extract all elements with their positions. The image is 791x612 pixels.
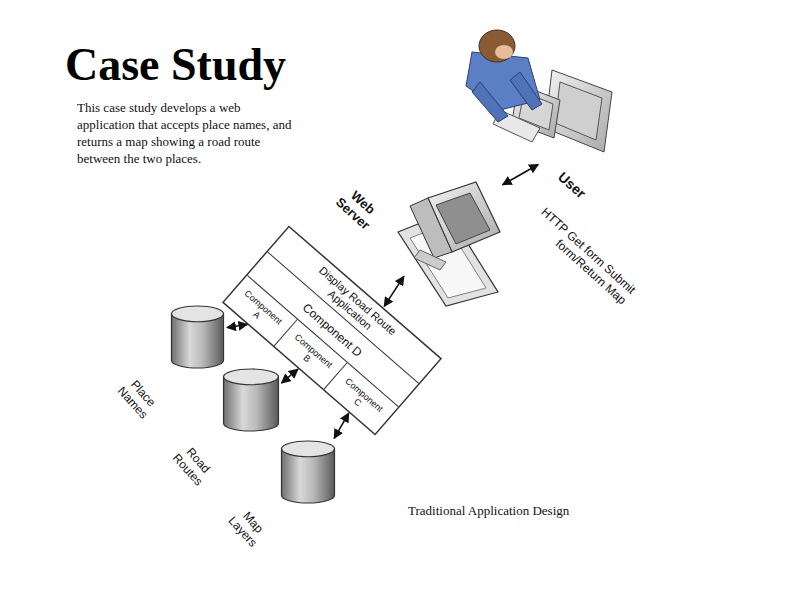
double-arrow xyxy=(384,276,404,306)
double-arrow xyxy=(503,165,539,185)
double-arrow xyxy=(227,325,247,328)
double-arrow xyxy=(282,369,299,383)
cylinder-outline xyxy=(222,368,280,433)
cylinder-shape xyxy=(282,441,335,503)
edge-label: HTTP Get form Submit form/Return Map xyxy=(516,192,639,306)
cylinder-shape xyxy=(224,369,279,431)
database-cylinder: Map Layers xyxy=(280,440,336,505)
node-label: Component A xyxy=(236,287,285,334)
server-node: Web Server xyxy=(395,180,500,305)
user-illustration xyxy=(466,30,612,152)
node-label: Map Layers xyxy=(223,501,274,553)
cylinder-outline xyxy=(280,440,336,505)
database-cylinder: Place Names xyxy=(170,305,225,370)
page-title: Case Study xyxy=(65,38,286,91)
figure-caption: Traditional Application Design xyxy=(408,503,569,519)
user-node: User xyxy=(455,20,620,163)
server-illustration xyxy=(398,182,500,306)
cylinder-shape xyxy=(171,306,223,368)
component-box: Component A xyxy=(224,276,298,346)
cylinder-outline xyxy=(170,305,225,370)
node-label: Web Server xyxy=(328,178,389,237)
description-text: This case study develops a web applicati… xyxy=(77,99,295,167)
component-box: Component C xyxy=(324,363,398,433)
database-cylinder: Road Routes xyxy=(222,368,280,433)
node-label: Component B xyxy=(286,331,335,378)
node-label: Place Names xyxy=(113,372,164,424)
node-label: Component C xyxy=(337,375,386,422)
double-arrow xyxy=(334,413,349,438)
node-label: Road Routes xyxy=(168,439,219,491)
node-label: User xyxy=(548,162,596,207)
